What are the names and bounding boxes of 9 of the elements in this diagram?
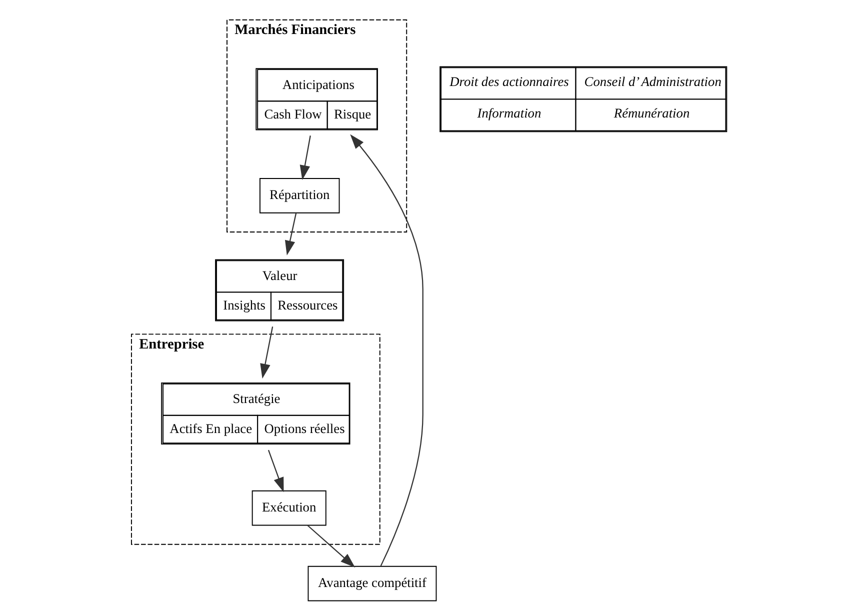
arrow [307, 524, 356, 568]
node-box: Répartition [259, 178, 340, 214]
arrow [300, 136, 311, 180]
node-box: Exécution [252, 490, 326, 526]
arrow [284, 213, 297, 256]
arrow [350, 134, 424, 566]
arrow [260, 326, 274, 379]
arrow [268, 450, 284, 492]
node-box: Avantage compétitif [308, 566, 437, 602]
